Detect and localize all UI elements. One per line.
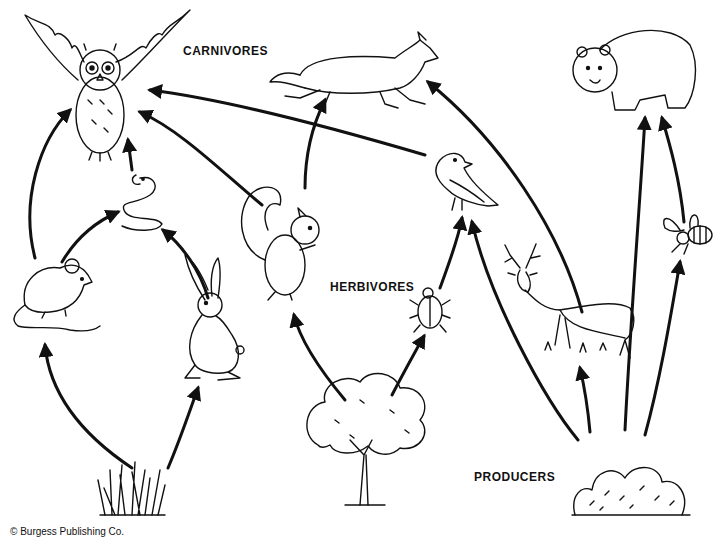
grass-figure (98, 462, 165, 515)
trophic-level-label: PRODUCERS (474, 470, 555, 484)
bee-figure (664, 215, 712, 254)
copyright-notice: © Burgess Publishing Co. (10, 526, 124, 537)
wolf-figure (270, 32, 438, 108)
trophic-level-label: HERBIVORES (330, 280, 414, 294)
tree-figure (307, 373, 425, 505)
bear-figure (573, 30, 695, 110)
mouse-figure (14, 259, 100, 331)
feeding-arrows (30, 82, 684, 468)
bird-figure (436, 153, 498, 210)
trophic-level-label: CARNIVORES (183, 44, 268, 58)
deer-figure (505, 244, 634, 358)
beetle-figure (410, 288, 450, 332)
squirrel-figure (242, 187, 319, 300)
snake-figure (122, 175, 162, 230)
shrub-figure (572, 467, 690, 515)
rabbit-figure (185, 255, 244, 380)
